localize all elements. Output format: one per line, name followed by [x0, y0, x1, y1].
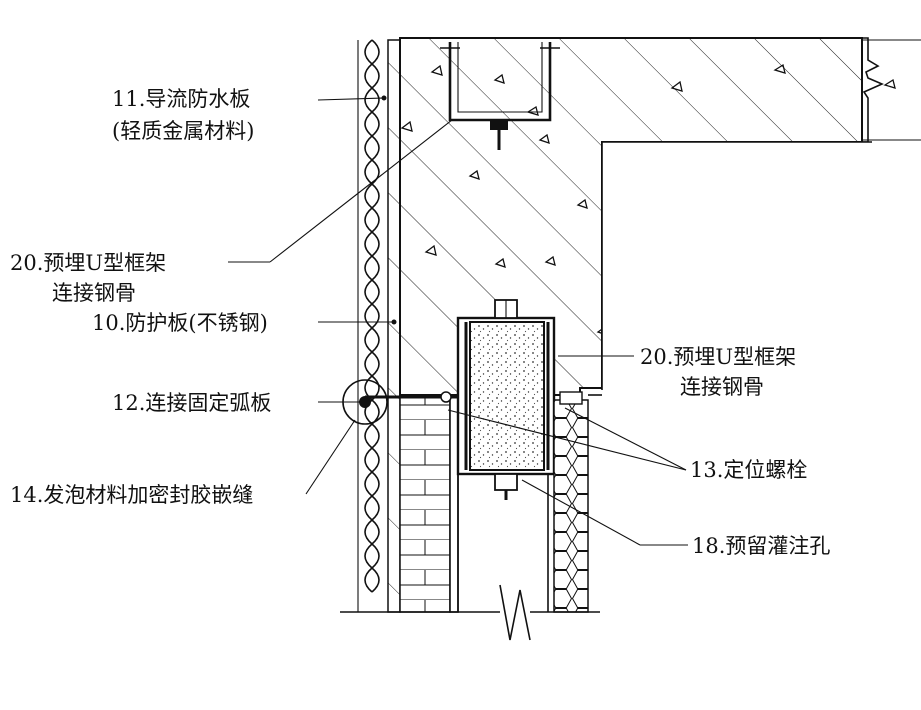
- protection-plate: [387, 39, 401, 613]
- slab-break-line: [862, 37, 921, 143]
- insulation-foam: [553, 399, 589, 613]
- label-locating-bolt: 13.定位螺栓: [690, 458, 807, 482]
- label-u-frame-top-2: 连接钢骨: [52, 281, 136, 305]
- label-fixing-arc-plate: 12.连接固定弧板: [112, 391, 271, 415]
- brick-wall: [399, 394, 451, 613]
- label-foam-sealant: 14.发泡材料加密封胶嵌缝: [10, 483, 253, 507]
- label-drainage-material: (轻质金属材料): [112, 119, 254, 143]
- u-frame-bottom: [456, 299, 556, 500]
- leader-lines: [228, 95, 688, 546]
- label-u-frame-bottom-2: 连接钢骨: [680, 375, 764, 399]
- steel-plate: [449, 394, 459, 613]
- label-drainage-board: 11.导流防水板: [112, 87, 250, 111]
- opening-void: [602, 142, 872, 392]
- label-u-frame-bottom-1: 20.预埋U型框架: [640, 345, 796, 369]
- fixing-arc-plate: [342, 379, 458, 425]
- label-u-frame-top-1: 20.预埋U型框架: [10, 251, 166, 275]
- drainage-board: [357, 39, 380, 612]
- label-protection-plate: 10.防护板(不锈钢): [92, 311, 268, 335]
- label-grouting-hole: 18.预留灌注孔: [692, 534, 830, 558]
- ground-break: [340, 584, 600, 641]
- u-frame-top: [440, 42, 560, 150]
